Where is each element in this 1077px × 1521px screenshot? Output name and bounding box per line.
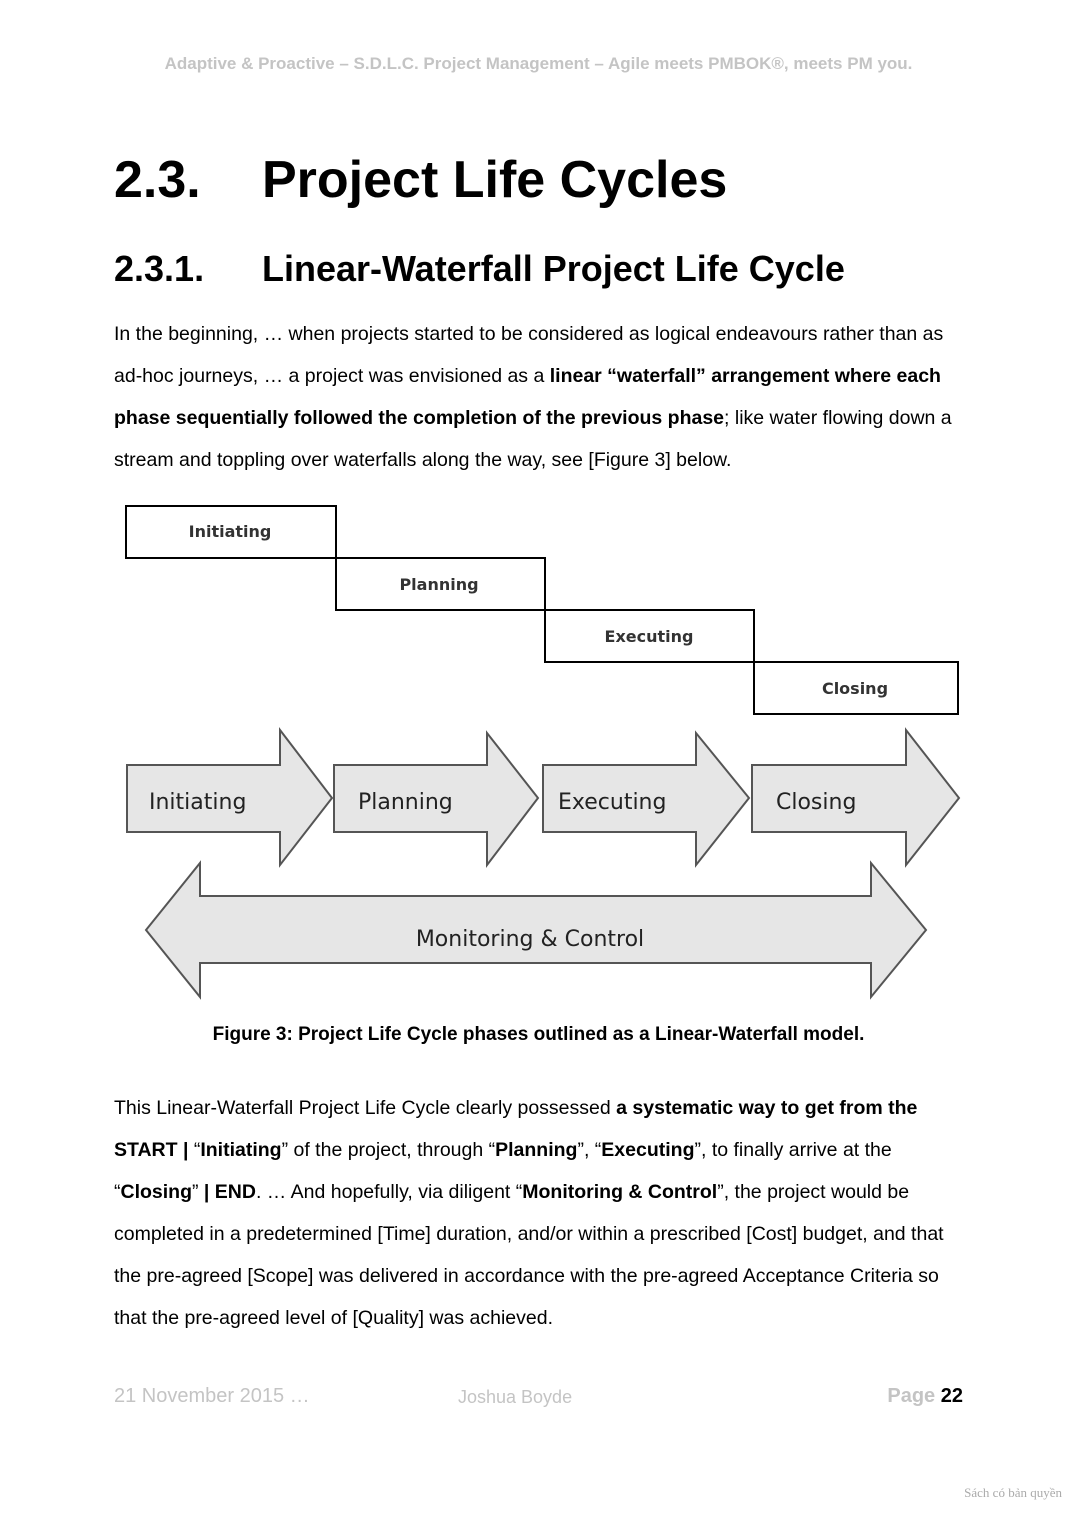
arrow-label-executing: Executing (558, 790, 666, 815)
paragraph-intro: In the beginning, … when projects starte… (114, 313, 974, 481)
waterfall-step-planning (335, 557, 546, 611)
bold-run: Closing (120, 1181, 193, 1203)
waterfall-label-initiating: Initiating (189, 522, 272, 541)
waterfall-step-closing (753, 661, 959, 715)
bold-run: Monitoring & Control (522, 1181, 718, 1203)
footer-page: Page 22 (887, 1385, 963, 1408)
paragraph-summary: This Linear-Waterfall Project Life Cycle… (114, 1087, 974, 1339)
page-number: 22 (940, 1385, 963, 1407)
text-run: ”, the project would be completed in a p… (114, 1181, 944, 1329)
waterfall-label-closing: Closing (822, 679, 888, 698)
waterfall-figure: Initiating Planning Executing Closing In… (125, 505, 961, 1000)
phase-arrow-closing (751, 727, 961, 868)
page-label: Page (887, 1385, 936, 1407)
bold-run: a systematic way to get from the START | (114, 1097, 918, 1161)
bold-run: Planning (495, 1139, 578, 1161)
text-run: ”, “ (577, 1139, 602, 1161)
arrow-label-initiating: Initiating (149, 790, 246, 815)
text-run: “ (188, 1139, 201, 1161)
section-title: Project Life Cycles (262, 151, 728, 209)
arrow-label-closing: Closing (776, 790, 856, 815)
section-heading: 2.3. Project Life Cycles (114, 150, 727, 210)
waterfall-label-executing: Executing (605, 627, 694, 646)
text-run: ”, to finally arrive at the “ (114, 1139, 892, 1203)
phase-arrow-planning (333, 730, 540, 868)
bold-run: Executing (601, 1139, 695, 1161)
waterfall-step-executing (544, 609, 755, 663)
subsection-title: Linear-Waterfall Project Life Cycle (262, 248, 845, 289)
arrow-label-planning: Planning (358, 790, 453, 815)
footer-author: Joshua Boyde (458, 1387, 573, 1407)
bold-run: linear “waterfall” arrangement where eac… (114, 365, 941, 429)
text-run: . … And hopefully, via diligent “ (255, 1181, 523, 1203)
subsection-heading: 2.3.1. Linear-Waterfall Project Life Cycl… (114, 248, 845, 290)
phase-arrow-initiating (126, 727, 334, 868)
copyright-watermark: Sách có bản quyền (964, 1485, 1062, 1500)
figure-caption: Figure 3: Project Life Cycle phases outl… (212, 1024, 865, 1045)
monitoring-control-arrow (144, 860, 928, 1000)
text-run: This Linear-Waterfall Project Life Cycle… (114, 1097, 617, 1119)
subsection-number: 2.3.1. (114, 248, 205, 289)
waterfall-steps (125, 505, 959, 715)
footer-date: 21 November 2015 … (114, 1385, 310, 1407)
waterfall-step-initiating (125, 505, 337, 559)
text-run: ” of the project, through “ (281, 1139, 496, 1161)
text-run: In the beginning, … when projects starte… (114, 323, 944, 387)
text-run: ” (192, 1181, 204, 1203)
monitoring-control-label: Monitoring & Control (416, 927, 644, 952)
bold-run: | END (203, 1181, 256, 1203)
text-run: ; like water flowing down a stream and t… (114, 407, 952, 471)
bold-run: Initiating (200, 1139, 282, 1161)
running-header: Adaptive & Proactive – S.D.L.C. Project … (164, 54, 913, 73)
section-number: 2.3. (114, 151, 201, 209)
waterfall-label-planning: Planning (399, 575, 478, 594)
phase-arrow-executing (542, 730, 751, 868)
